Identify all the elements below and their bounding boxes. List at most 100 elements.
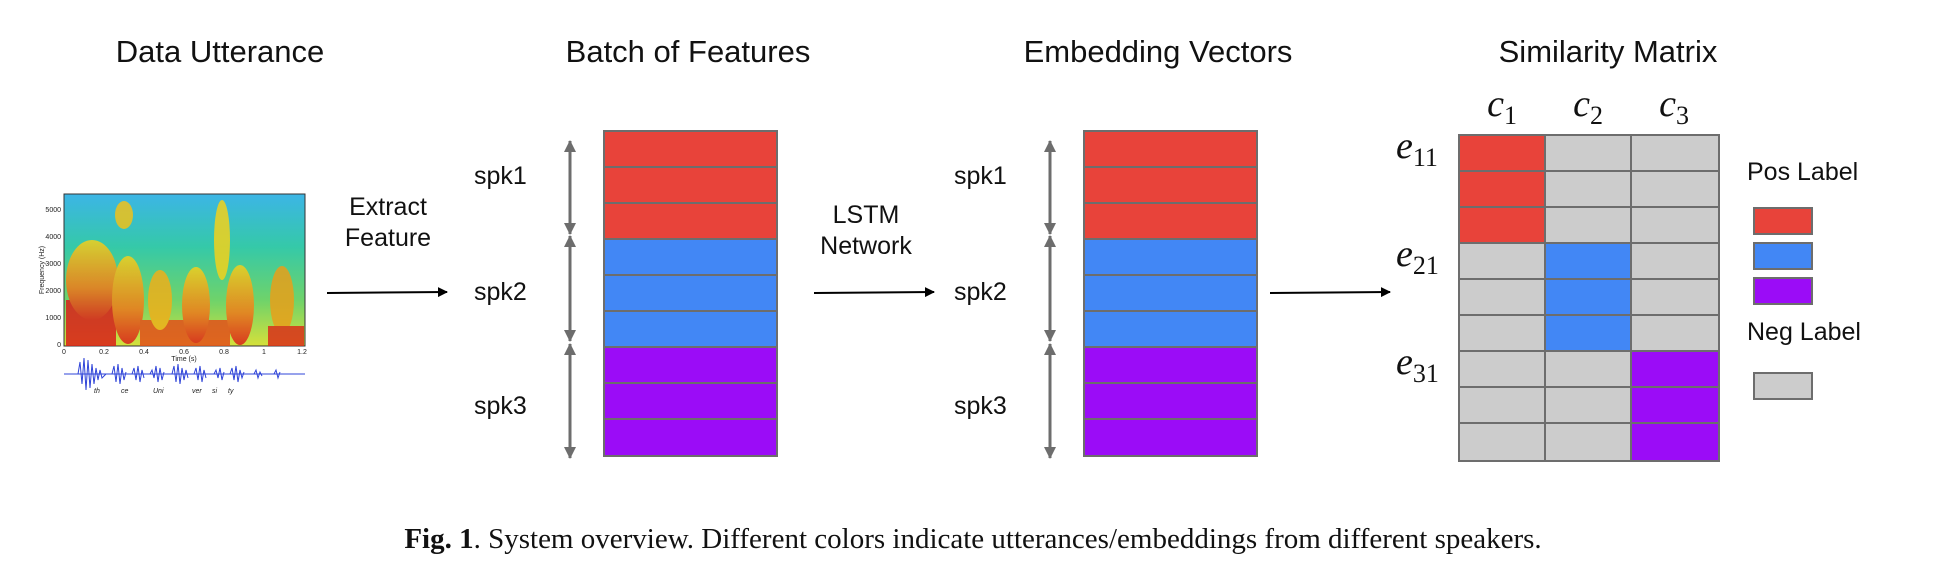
figure-caption: Fig. 1. System overview. Different color… [404,523,1541,556]
matrix-cell-neg [1632,136,1718,172]
matrix-cell-pos [1546,244,1632,280]
caption-fig-number: Fig. 1 [404,523,474,555]
feature-row-spk1 [605,168,776,204]
row-header-base: e [1396,125,1413,167]
feature-batch [603,130,778,457]
embedding-row-spk3 [1085,384,1256,420]
feature-row-spk3 [605,384,776,420]
waveform-word: ce [121,388,129,395]
speaker-label-spk1: spk1 [474,162,527,190]
matrix-cell-pos [1632,388,1718,424]
matrix-cell-neg [1460,316,1546,352]
feature-row-spk1 [605,204,776,240]
speaker-label-spk2: spk2 [954,278,1007,306]
ytick: 2000 [45,288,61,295]
speaker-label-spk1: spk1 [954,162,1007,190]
embedding-row-spk1 [1085,168,1256,204]
col-header-base: c [1487,83,1504,125]
feature-row-spk2 [605,312,776,348]
embedding-row-spk3 [1085,348,1256,384]
speaker-label-spk2: spk2 [474,278,527,306]
matrix-cell-neg [1460,280,1546,316]
matrix-cell-neg [1546,388,1632,424]
speaker-label-spk3: spk3 [954,392,1007,420]
col-header-sub: 1 [1503,101,1517,130]
embedding-row-spk1 [1085,132,1256,168]
legend-swatch-spk2 [1753,242,1813,270]
ytick: 5000 [45,207,61,214]
matrix-cell-neg [1632,316,1718,352]
waveform-word: si [212,388,218,395]
xtick: 0.8 [219,349,229,356]
matrix-cell-pos [1460,208,1546,244]
matrix-cell-neg [1546,208,1632,244]
ytick: 3000 [45,261,61,268]
embedding-batch [1083,130,1258,457]
matrix-cell-neg [1460,244,1546,280]
matrix-cell-neg [1460,424,1546,460]
lstm-arrow [813,287,935,298]
xtick: 0 [62,349,66,356]
matrix-col-header-c3: c3 [1659,82,1689,131]
waveform [64,357,305,391]
matrix-cell-neg [1632,244,1718,280]
title-data-utterance: Data Utterance [115,34,325,69]
feature-row-spk2 [605,240,776,276]
xtick: 1.2 [297,349,307,356]
ytick: 0 [57,342,61,349]
ytick: 4000 [45,234,61,241]
matrix-cell-pos [1632,424,1718,460]
title-batch-features: Batch of Features [565,34,811,69]
row-header-sub: 21 [1412,251,1439,280]
embedding-row-spk2 [1085,276,1256,312]
similarity-matrix [1458,134,1720,462]
matrix-cell-pos [1460,136,1546,172]
xtick: 0.2 [99,349,109,356]
matrix-col-header-c2: c2 [1573,82,1603,131]
col-header-base: c [1573,83,1590,125]
feature-row-spk1 [605,132,776,168]
matrix-cell-neg [1460,388,1546,424]
matrix-cell-neg [1546,172,1632,208]
embedding-row-spk2 [1085,312,1256,348]
legend-swatch-spk1 [1753,207,1813,235]
spectrogram-energy [66,200,304,346]
embedding-row-spk2 [1085,240,1256,276]
waveform-word: ty [228,388,234,395]
legend-pos-label: Pos Label [1747,158,1859,186]
matrix-cell-neg [1546,424,1632,460]
row-header-base: e [1396,341,1413,383]
col-header-sub: 2 [1589,101,1603,130]
title-similarity-matrix: Similarity Matrix [1498,34,1718,69]
spectrogram-ylabel: Frequency (Hz) [39,246,46,294]
matrix-cell-pos [1546,280,1632,316]
waveform-word: ver [192,388,202,395]
matrix-col-header-c1: c1 [1487,82,1517,131]
spectrogram-figure: 5000 4000 3000 2000 1000 0 0 0.2 0.4 0.6… [39,193,307,395]
feature-row-spk3 [605,420,776,455]
row-header-sub: 11 [1412,143,1438,172]
matrix-cell-neg [1632,172,1718,208]
xtick: 0.6 [179,349,189,356]
matrix-row-header-e31: e31 [1396,340,1439,389]
feature-row-spk3 [605,348,776,384]
waveform-word: Uni [153,388,164,395]
embedding-row-spk3 [1085,420,1256,455]
legend-neg-label: Neg Label [1747,318,1861,346]
matrix-row-header-e11: e11 [1396,124,1438,173]
matrix-cell-pos [1460,172,1546,208]
matrix-cell-neg [1546,352,1632,388]
matrix-cell-neg [1632,208,1718,244]
matrix-cell-pos [1546,316,1632,352]
ytick: 1000 [45,315,61,322]
extract-arrow [326,287,448,298]
row-header-base: e [1396,233,1413,275]
legend-swatch-neg [1753,372,1813,400]
embedding-row-spk1 [1085,204,1256,240]
xtick: 0.4 [139,349,149,356]
title-embedding-vectors: Embedding Vectors [1023,34,1293,69]
xtick: 1 [262,349,266,356]
